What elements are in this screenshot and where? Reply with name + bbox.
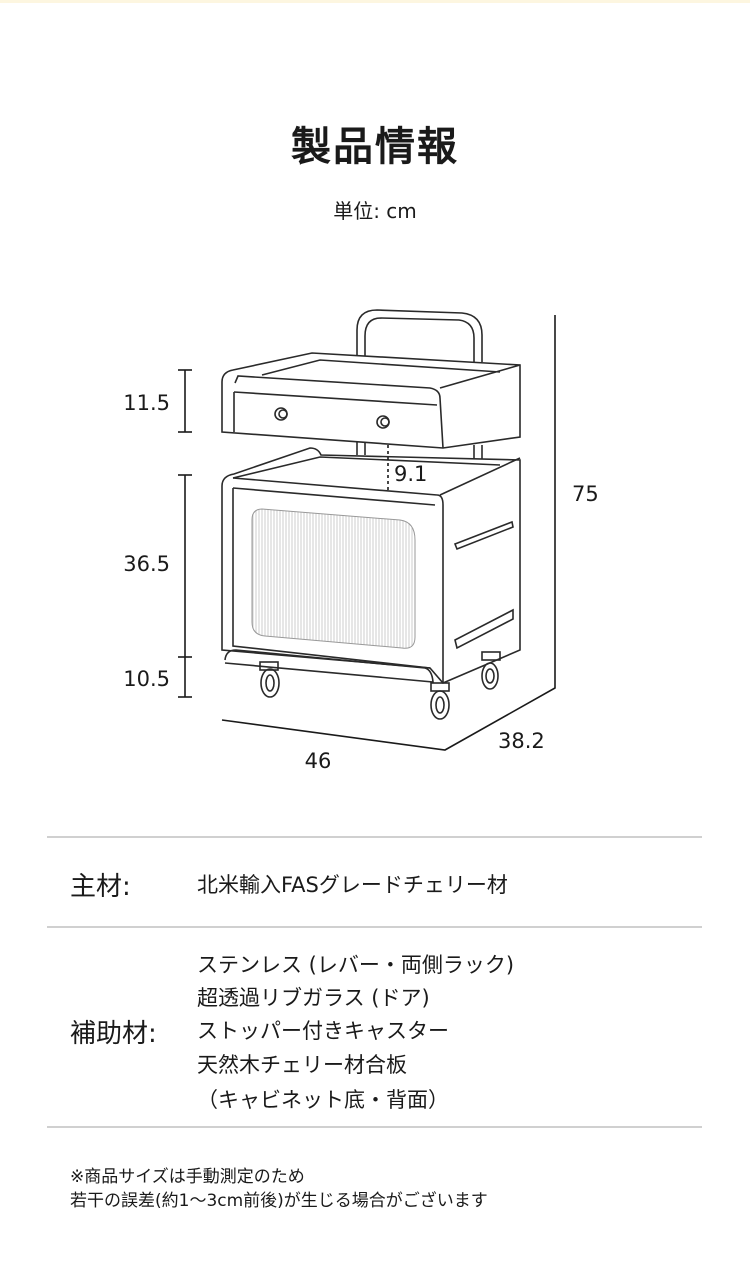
caster-height-label: 10.5 [123, 667, 170, 691]
dimension-lines [178, 315, 556, 751]
cabinet-drawing [221, 309, 521, 720]
side-rack [454, 608, 514, 650]
width-label: 46 [305, 749, 332, 773]
drawer-height-label: 11.5 [123, 391, 170, 415]
spec-value: ステンレス (レバー・両側ラック) [197, 953, 515, 977]
ribbed-glass-door [251, 508, 416, 649]
cabinet-height-label: 36.5 [123, 552, 170, 576]
note-line: ※商品サイズは手動測定のため [70, 1167, 305, 1187]
spec-value: ストッパー付きキャスター [197, 1019, 449, 1043]
divider [47, 1126, 702, 1128]
gap-label: 9.1 [394, 462, 427, 486]
handle-bar [356, 309, 483, 366]
divider [47, 926, 702, 928]
spec-label-main: 主材: [70, 872, 131, 902]
product-dimension-diagram: 11.5 36.5 10.5 9.1 75 46 38.2 [123, 309, 599, 773]
depth-label: 38.2 [498, 729, 545, 753]
page-title: 製品情報 [291, 124, 459, 170]
spec-value: 天然木チェリー材合板 [197, 1053, 407, 1077]
unit-label: 単位: cm [333, 199, 417, 223]
spec-label-sub: 補助材: [70, 1019, 157, 1049]
caster [259, 661, 280, 698]
spec-value: 北米輸入FASグレードチェリー材 [197, 873, 508, 897]
divider [47, 836, 702, 838]
total-height-label: 75 [572, 482, 599, 506]
note-line: 若干の誤差(約1～3cm前後)が生じる場合がございます [70, 1191, 488, 1211]
side-rack [453, 520, 514, 551]
spec-value: 超透過リブガラス (ドア) [197, 986, 430, 1010]
caster [481, 651, 501, 690]
caster [430, 682, 450, 720]
spec-value: （キャビネット底・背面） [197, 1088, 449, 1112]
top-border [0, 0, 750, 3]
